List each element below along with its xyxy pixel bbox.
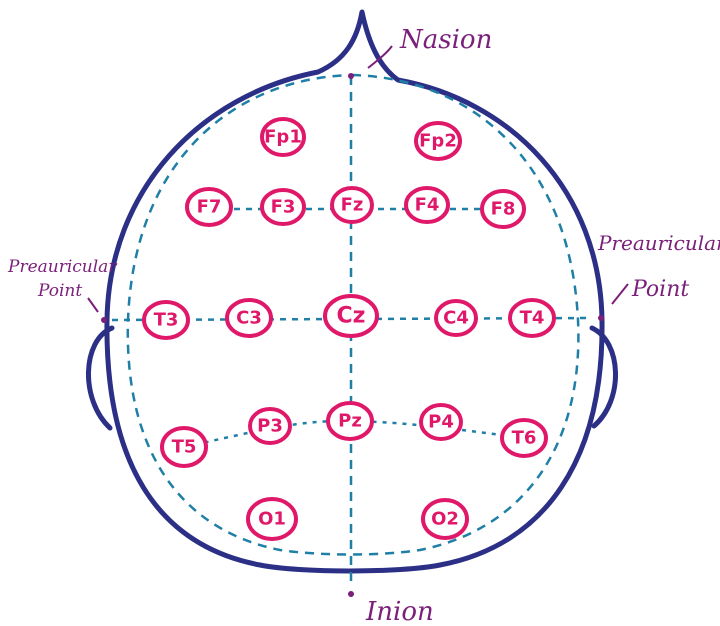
electrode-label-cz: Cz — [337, 304, 366, 329]
electrode-label-c4: C4 — [443, 308, 469, 329]
left-preauricular-label-1: Preauricular — [7, 257, 117, 277]
electrode-fp1: Fp1 — [262, 119, 304, 155]
electrode-pz: Pz — [328, 403, 372, 439]
electrode-label-f4: F4 — [415, 195, 440, 216]
electrode-cz: Cz — [325, 296, 377, 336]
head-outline — [107, 12, 602, 571]
electrode-f8: F8 — [482, 191, 524, 227]
electrode-label-fp2: Fp2 — [419, 131, 457, 152]
electrode-o1: O1 — [248, 499, 296, 539]
electrode-label-o2: O2 — [431, 509, 459, 530]
electrode-c3: C3 — [227, 300, 271, 336]
electrode-o2: O2 — [423, 500, 467, 538]
electrode-label-t6: T6 — [512, 428, 537, 449]
electrode-p4: P4 — [421, 405, 461, 439]
electrode-label-c3: C3 — [236, 308, 262, 329]
electrode-t3: T3 — [144, 302, 188, 338]
right-preauricular-label-1: Preauricular — [597, 231, 720, 255]
electrode-label-f7: F7 — [197, 197, 222, 218]
electrode-label-o1: O1 — [258, 509, 286, 530]
electrode-t5: T5 — [162, 428, 206, 466]
electrode-t4: T4 — [510, 300, 554, 336]
electrode-fp2: Fp2 — [416, 123, 460, 159]
electrode-label-p3: P3 — [257, 416, 283, 437]
electrode-fz: Fz — [332, 188, 372, 222]
left-preauricular-pointer — [88, 298, 98, 312]
nasion-label: Nasion — [399, 25, 492, 55]
electrode-f4: F4 — [406, 188, 448, 222]
electrode-label-fz: Fz — [341, 195, 364, 216]
electrode-label-t5: T5 — [172, 437, 197, 458]
electrode-t6: T6 — [502, 420, 546, 456]
electrode-label-t3: T3 — [154, 310, 179, 331]
left-preauricular-dot — [101, 317, 107, 323]
electrode-label-fp1: Fp1 — [264, 127, 302, 148]
electrode-f7: F7 — [187, 189, 231, 225]
electrode-label-p4: P4 — [428, 412, 454, 433]
electrode-label-f3: F3 — [271, 197, 296, 218]
right-preauricular-dot — [598, 315, 604, 321]
electrode-f3: F3 — [262, 190, 304, 224]
nasion-dot — [348, 73, 354, 79]
electrode-label-pz: Pz — [338, 411, 362, 432]
right-preauricular-label-2: Point — [631, 277, 689, 302]
electrode-label-t4: T4 — [520, 308, 545, 329]
inion-dot — [348, 591, 354, 597]
electrode-p3: P3 — [250, 409, 290, 443]
left-preauricular-label-2: Point — [37, 281, 82, 301]
right-preauricular-pointer — [612, 284, 628, 304]
electrode-label-f8: F8 — [491, 199, 516, 220]
inion-label: Inion — [365, 597, 434, 626]
electrode-c4: C4 — [436, 301, 476, 335]
